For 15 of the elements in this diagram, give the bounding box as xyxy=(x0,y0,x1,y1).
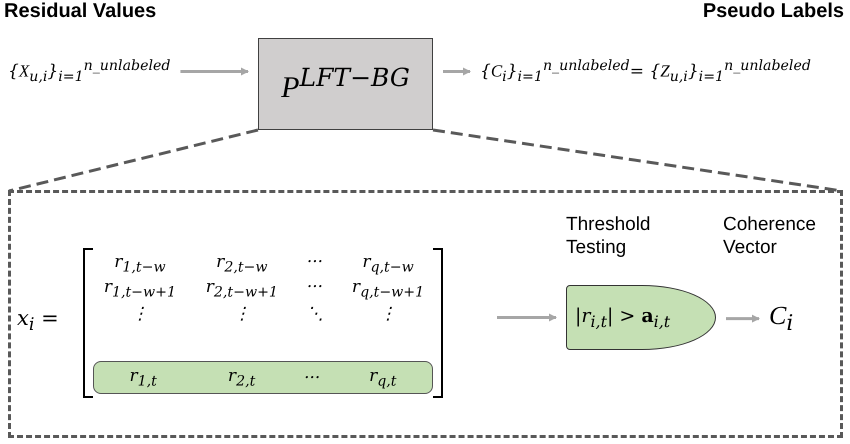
arrow xyxy=(443,68,471,76)
arrow xyxy=(180,68,249,76)
threshold-shape: |r$_{i,t}$| > a$_{i,t}$ xyxy=(566,285,716,350)
highlighted-row: r$_{1,t}$ r$_{2,t}$ ··· r$_{q,t}$ xyxy=(93,361,433,394)
text-heading: Coherence Vector xyxy=(723,213,817,259)
process-box: P$^{LFT−BG}$ xyxy=(258,38,433,130)
shape-heading: Threshold Testing xyxy=(566,213,652,259)
heading: Residual Values xyxy=(4,0,156,23)
zoom-frame xyxy=(8,190,843,438)
heading: Pseudo Labels xyxy=(702,0,844,23)
zoom-line xyxy=(8,128,258,192)
arrow xyxy=(497,314,557,322)
arrow xyxy=(726,314,760,323)
coherence-vector: C$_{i}$ xyxy=(769,301,794,336)
matrix-expression: x$_{i}$ = r$_{1,t−w}$ r$_{2,t−w}$ ··· r$_{q,t−w}$ r$_{1,t−w+1}$ r$_{2,t−w+1}$ ··· r$_{q,t−w+1}$ ⋮ ⋮ ⋱ ⋮ r$_{1,t}$ r$_{2,t}$ ··· r$_{q,t}$ xyxy=(17,248,487,398)
